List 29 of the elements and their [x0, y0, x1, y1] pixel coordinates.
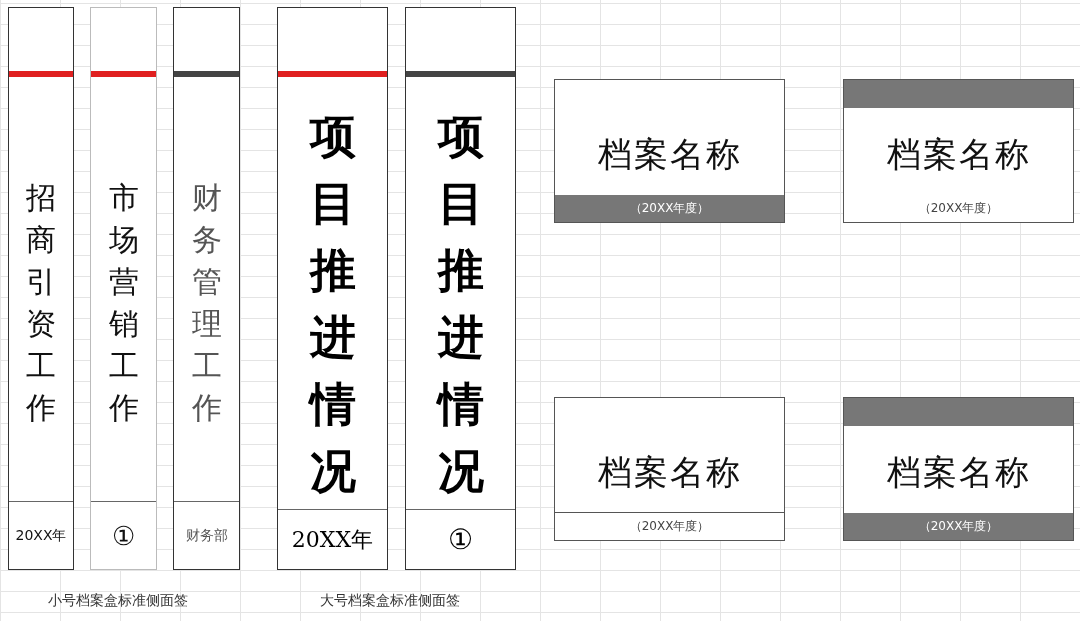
spine-footer: 财务部	[174, 501, 239, 569]
year-caption: （20XX年度）	[555, 512, 784, 540]
year-caption: （20XX年度）	[917, 200, 1000, 217]
card-title: 档案名称	[886, 133, 1031, 176]
year-banner: （20XX年度）	[555, 195, 784, 222]
spine-title: 招商引资工作	[25, 179, 57, 427]
spine-label	[277, 7, 388, 570]
file-label-card	[554, 79, 785, 223]
card-title: 档案名称	[597, 451, 742, 494]
spine-title: 项目推进情况	[436, 108, 485, 500]
card-title: 档案名称	[886, 451, 1031, 494]
spine-footer: 20XX年	[278, 509, 387, 569]
spine-title: 项目推进情况	[308, 108, 357, 500]
caption-text: 小号档案盒标准侧面签	[48, 592, 188, 610]
spine-footer: 20XX年	[9, 501, 73, 569]
spine-footer: ①	[406, 509, 515, 569]
card-title: 档案名称	[597, 133, 742, 176]
spine-title: 财务管理工作	[190, 179, 223, 427]
year-banner: （20XX年度）	[844, 513, 1073, 540]
file-label-card	[554, 397, 785, 541]
spine-footer: ①	[91, 501, 156, 569]
spine-label	[8, 7, 74, 570]
spine-label	[173, 7, 240, 570]
file-label-card	[843, 79, 1074, 223]
file-label-card	[843, 397, 1074, 541]
spine-label	[405, 7, 516, 570]
spine-label	[90, 7, 157, 570]
spine-title: 市场营销工作	[107, 179, 140, 427]
caption-text: 大号档案盒标准侧面签	[320, 592, 460, 610]
